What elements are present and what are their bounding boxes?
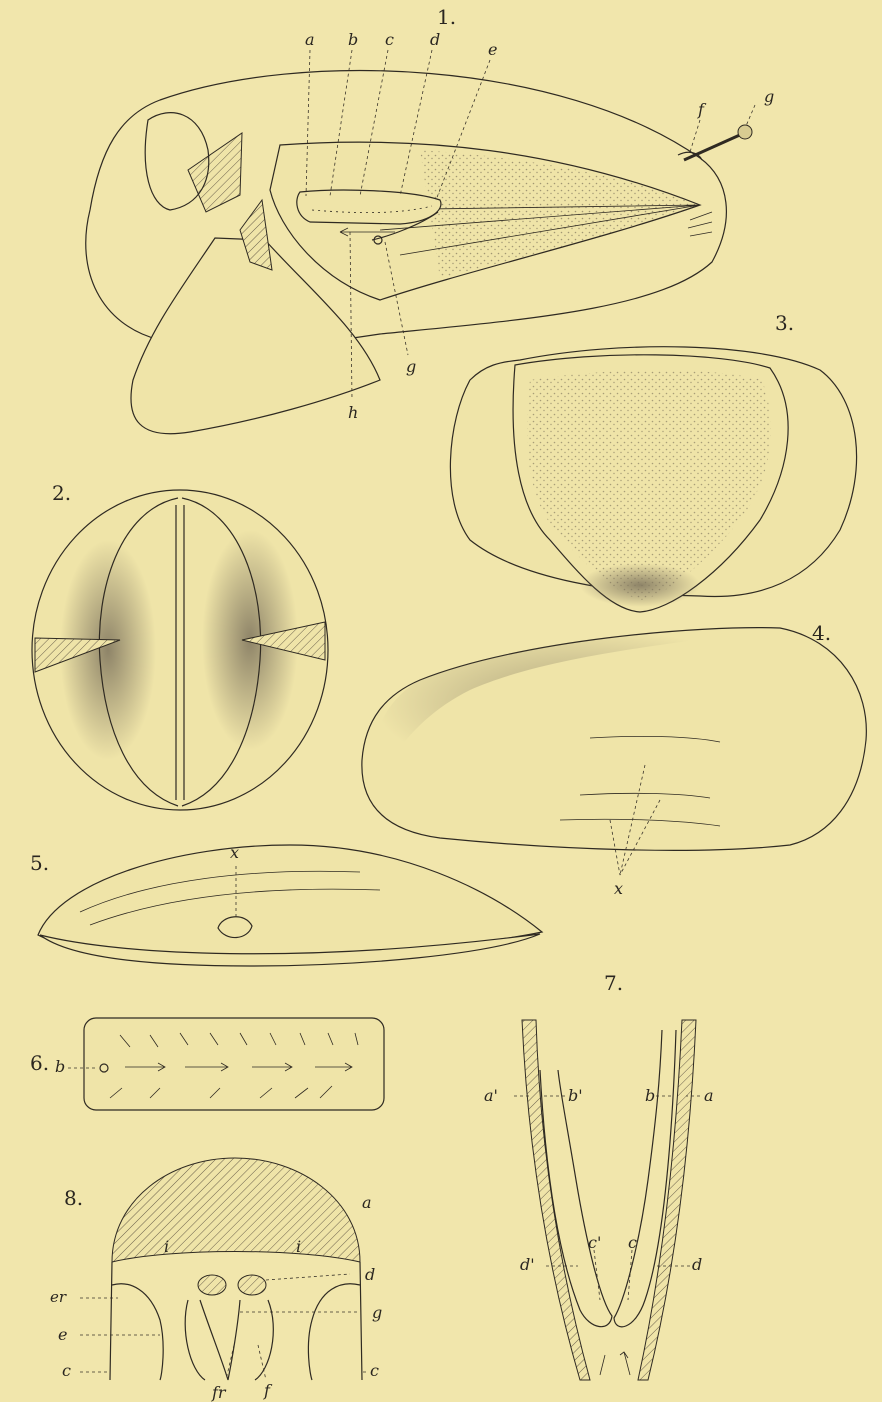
probe-pin-head — [738, 125, 752, 139]
fig8-label-i-left: i — [164, 1237, 169, 1256]
fig6-gill-strip — [84, 1018, 384, 1110]
fig6-label-b: b — [55, 1057, 65, 1076]
fig8-label-d: d — [365, 1265, 375, 1284]
fig8-left-fold — [112, 1284, 163, 1380]
fig7-label-c-prime: c' — [588, 1233, 601, 1252]
figure-7-number: 7. — [604, 971, 623, 995]
fig7-label-d-prime: d' — [520, 1255, 535, 1274]
fig8-label-f: f — [263, 1381, 273, 1400]
fig7-label-b-prime: b' — [568, 1086, 583, 1105]
probe-pin — [684, 134, 742, 160]
fig7-label-d: d — [692, 1255, 702, 1274]
fig8-right-pore — [238, 1275, 266, 1295]
fig7-right-outer-wall — [638, 1020, 696, 1380]
figure-6: 6. b — [30, 1018, 384, 1110]
siphon-cirri — [688, 212, 712, 236]
figure-8: 8. a i i d er g e c c fr f — [50, 1158, 382, 1402]
fig5-label-x: x — [230, 843, 239, 862]
figure-5-number: 5. — [30, 851, 49, 875]
fig8-label-g: g — [372, 1303, 382, 1322]
fig8-label-a: a — [362, 1193, 372, 1212]
fig8-hatched-muscle — [112, 1158, 360, 1262]
figure-5: 5. x — [30, 843, 542, 966]
figure-2: 2. — [32, 481, 328, 810]
fig1-label-g-top: g — [764, 87, 774, 106]
fig5-shell-top — [38, 845, 542, 956]
fig1-label-c: c — [385, 30, 394, 49]
labial-palp — [297, 190, 441, 224]
fig4-label-x: x — [614, 879, 623, 898]
fig8-label-e: e — [58, 1325, 67, 1344]
fig1-label-g-low: g — [406, 357, 416, 376]
fig8-label-c-right: c — [370, 1361, 379, 1380]
figure-1-number: 1. — [437, 5, 456, 29]
fig4-shell — [362, 628, 866, 851]
fig8-left-pore — [198, 1275, 226, 1295]
figure-2-number: 2. — [52, 481, 71, 505]
fig8-sides — [110, 1262, 362, 1380]
fig1-label-e: e — [488, 40, 497, 59]
fig7-label-a: a — [704, 1086, 714, 1105]
fig8-label-er: er — [50, 1288, 67, 1306]
fig8-central-fold — [200, 1300, 240, 1380]
figure-6-number: 6. — [30, 1051, 49, 1075]
fig7-label-a-prime: a' — [484, 1086, 498, 1105]
fig7-label-b: b — [645, 1086, 655, 1105]
figure-7: 7. a' b' b a d' c' c d — [484, 971, 714, 1380]
hatched-muscle — [188, 133, 242, 212]
fig1-label-b: b — [348, 30, 358, 49]
fig1-label-d: d — [430, 30, 440, 49]
fig8-right-fold — [308, 1284, 360, 1380]
fig1-label-a: a — [305, 30, 315, 49]
fig8-label-fr: fr — [211, 1383, 227, 1402]
figure-8-number: 8. — [64, 1186, 83, 1210]
fig1-label-f: f — [697, 100, 707, 119]
fig8-label-i-right: i — [296, 1237, 301, 1256]
figure-4: 4. x — [362, 621, 866, 898]
figure-3: 3. — [450, 311, 856, 612]
fig8-label-c-left: c — [62, 1361, 71, 1380]
fig7-label-c: c — [628, 1233, 637, 1252]
figure-3-number: 3. — [775, 311, 794, 335]
fig1-label-h: h — [348, 403, 358, 422]
